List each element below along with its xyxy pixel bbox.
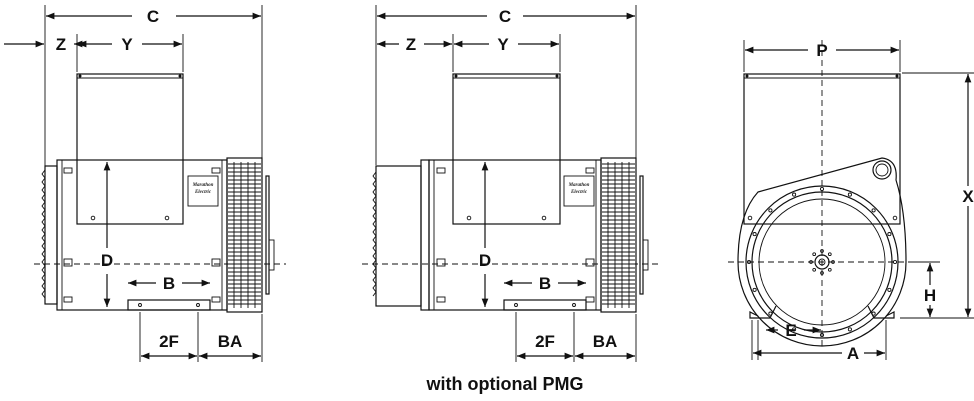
label-e: E	[785, 321, 796, 340]
dimension-ba-pmg: BA	[575, 332, 635, 360]
label-b: B	[163, 274, 175, 293]
label-z: Z	[56, 35, 66, 54]
label-d-pmg: D	[479, 251, 491, 270]
end-frame-outline	[737, 157, 907, 347]
dimension-z-pmg: Z	[377, 35, 452, 54]
label-z-pmg: Z	[406, 35, 416, 54]
fan-guard	[226, 157, 263, 313]
label-a: A	[847, 344, 859, 363]
dimension-y-pmg: Y	[454, 35, 559, 54]
dimension-2f-left: 2F	[141, 332, 197, 360]
label-b-pmg: B	[539, 274, 551, 293]
side-view-pmg: C Z Y Marathon Electric	[362, 5, 660, 394]
dimension-c-pmg: C	[377, 7, 635, 26]
dimension-c-left: C	[46, 7, 261, 26]
logo-text-2: Electric	[194, 190, 212, 195]
nameplate	[187, 175, 219, 207]
dimension-ba-left: BA	[199, 332, 261, 360]
logo-text-pmg-1: Marathon	[568, 183, 590, 188]
label-ba-pmg: BA	[593, 332, 618, 351]
label-c: C	[147, 7, 159, 26]
label-c-pmg: C	[499, 7, 511, 26]
label-2f-pmg: 2F	[535, 332, 555, 351]
logo-text-pmg-2: Electric	[570, 190, 588, 195]
dimension-h: H	[924, 263, 936, 317]
side-view-left: C Z Y Marathon	[4, 5, 286, 362]
terminal-box	[76, 73, 184, 225]
label-y-pmg: Y	[497, 35, 509, 54]
dimension-b-pmg: B	[504, 274, 586, 293]
dimension-2f-pmg: 2F	[517, 332, 573, 360]
dimension-e: E	[766, 321, 821, 340]
fan-guard-pmg	[600, 157, 637, 313]
terminal-box-pmg	[452, 73, 561, 225]
label-ba: BA	[218, 332, 243, 351]
caption-optional-pmg: with optional PMG	[426, 374, 584, 394]
dimension-a: A	[753, 344, 885, 363]
dimension-x: X	[962, 74, 974, 317]
dimension-d-left: D	[101, 162, 113, 307]
logo-text-1: Marathon	[192, 183, 214, 188]
dimension-d-pmg: D	[479, 162, 491, 307]
label-d: D	[101, 251, 113, 270]
label-2f: 2F	[159, 332, 179, 351]
dimension-y-left: Y	[78, 35, 182, 54]
pmg-housing	[375, 165, 422, 307]
end-view: P X	[728, 40, 974, 363]
dimension-z-left: Z	[4, 35, 83, 54]
label-x: X	[962, 187, 974, 206]
label-y: Y	[121, 35, 133, 54]
label-h: H	[924, 286, 936, 305]
nameplate-pmg	[563, 175, 595, 207]
dimension-b-left: B	[128, 274, 210, 293]
